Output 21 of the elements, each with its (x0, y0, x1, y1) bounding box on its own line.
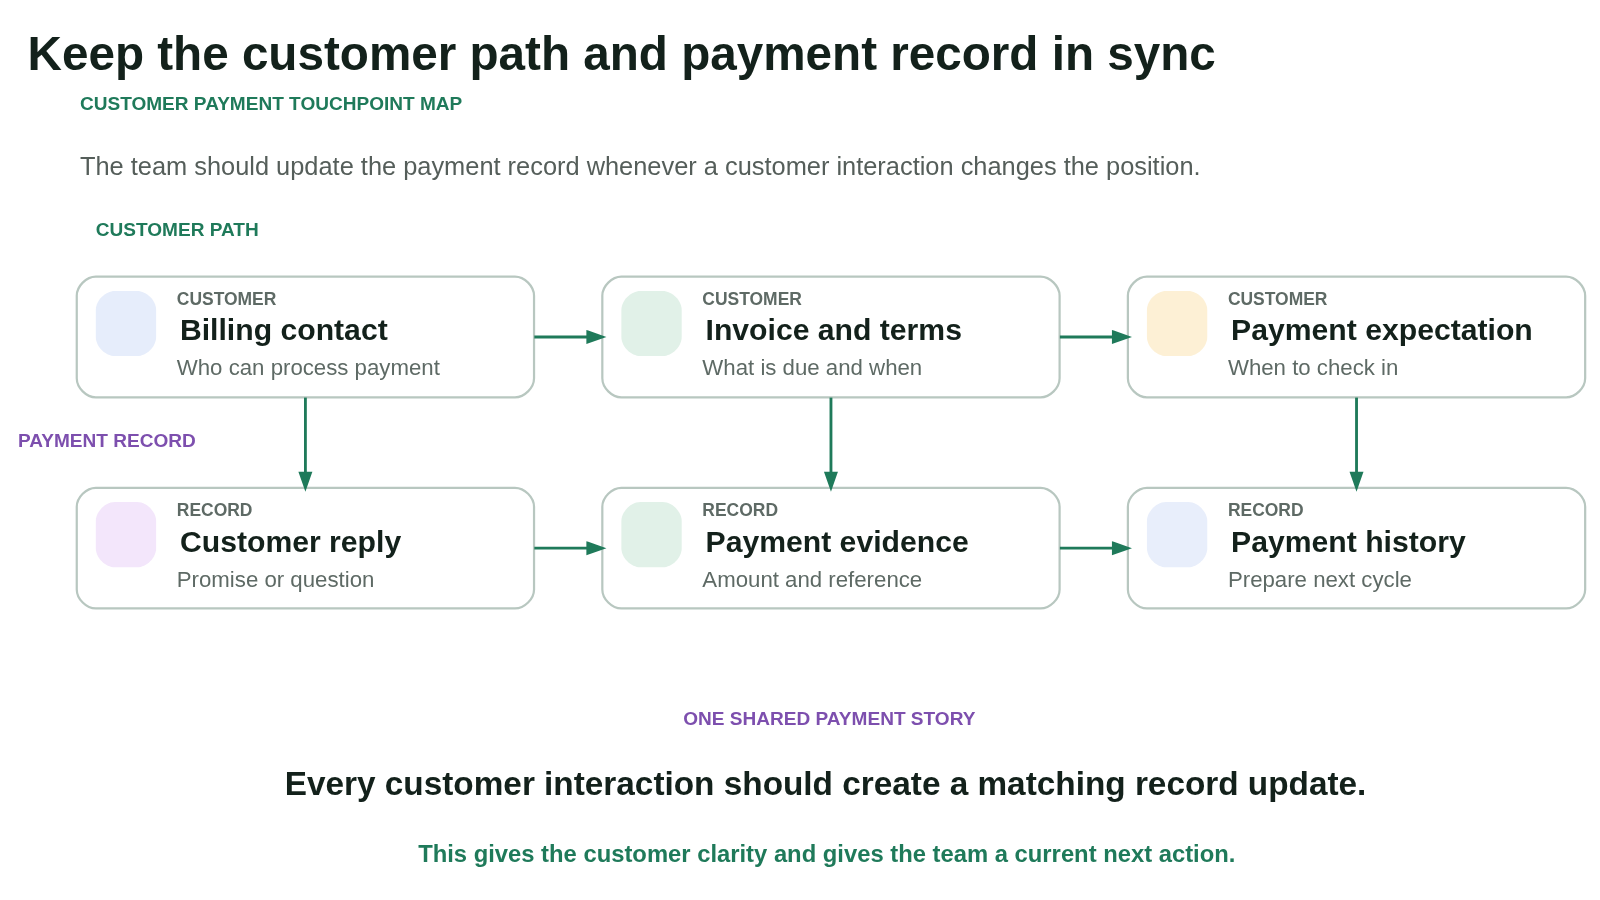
node-box: CUSTOMER Payment expectation When to check in (1126, 275, 1587, 398)
node-box: RECORD Payment evidence Amount and reference (601, 486, 1061, 610)
arrow (1349, 397, 1364, 492)
node-box: RECORD Payment history Prepare next cycle (1126, 486, 1587, 610)
label: PAYMENT RECORD (18, 429, 196, 451)
label: This gives the customer clarity and gives the team a current next action. (418, 839, 1236, 867)
label: ONE SHARED PAYMENT STORY (683, 707, 976, 729)
label: CUSTOMER PATH (95, 218, 259, 240)
node-box: CUSTOMER Billing contact Who can process payment (75, 275, 536, 398)
label: The team should update the payment record whenever a customer interaction changes the position. (79, 151, 1201, 180)
label: Every customer interaction should create a matching record update. (284, 764, 1367, 802)
node-box: CUSTOMER Invoice and terms What is due and when (601, 275, 1061, 398)
diagram-title: Keep the customer path and payment record in sync (27, 26, 1216, 80)
arrow (534, 329, 607, 344)
arrow (534, 540, 607, 555)
label: CUSTOMER PAYMENT TOUCHPOINT MAP (79, 92, 463, 114)
arrow (298, 397, 313, 492)
arrow (1059, 540, 1132, 555)
arrow (1059, 329, 1132, 344)
node-box: RECORD Customer reply Promise or question (75, 486, 536, 610)
arrow (823, 397, 838, 492)
